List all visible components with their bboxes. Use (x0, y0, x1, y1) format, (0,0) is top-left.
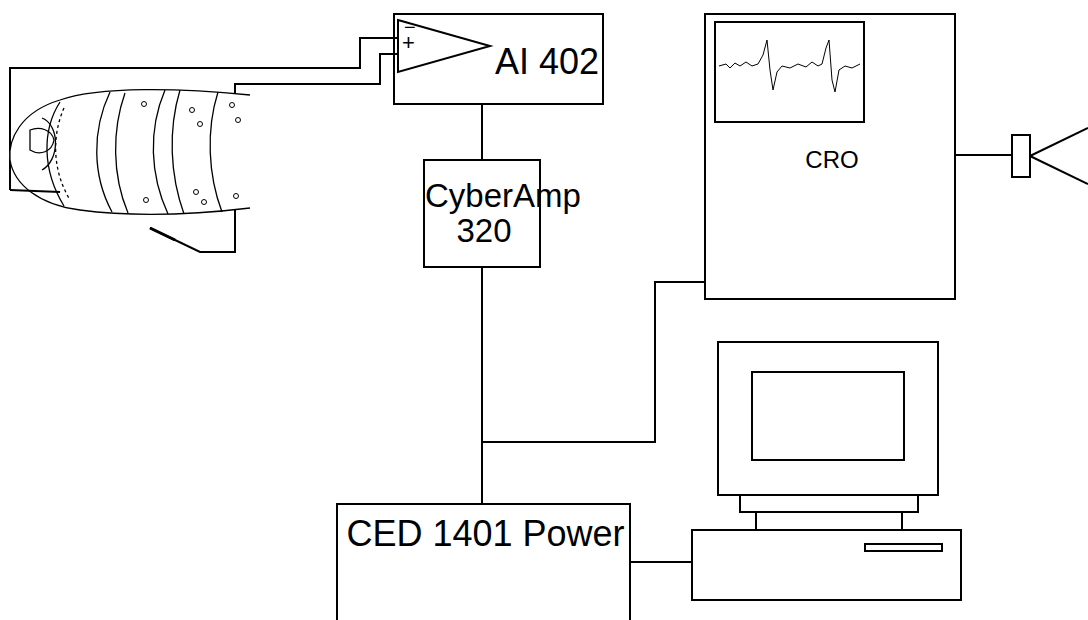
node-label: CRO (706, 147, 958, 172)
pin-sign: + (402, 32, 415, 54)
electrode-wires (10, 38, 398, 252)
interface-box: CED 1401 Power (336, 503, 631, 620)
amplifier-box: AI 402 (393, 13, 604, 105)
node-label: CED 1401 Power (338, 515, 633, 553)
speaker (955, 128, 1088, 184)
node-label: AI 402 (493, 43, 601, 81)
computer (630, 342, 961, 600)
oscilloscope-screen (715, 22, 864, 122)
oscilloscope-box: CRO (704, 13, 956, 300)
signal-wire (482, 105, 483, 159)
node-label: CyberAmp 320 (425, 179, 543, 248)
larva (10, 90, 250, 240)
signal-wire (482, 268, 704, 442)
amplifier-box: CyberAmp 320 (423, 159, 541, 268)
